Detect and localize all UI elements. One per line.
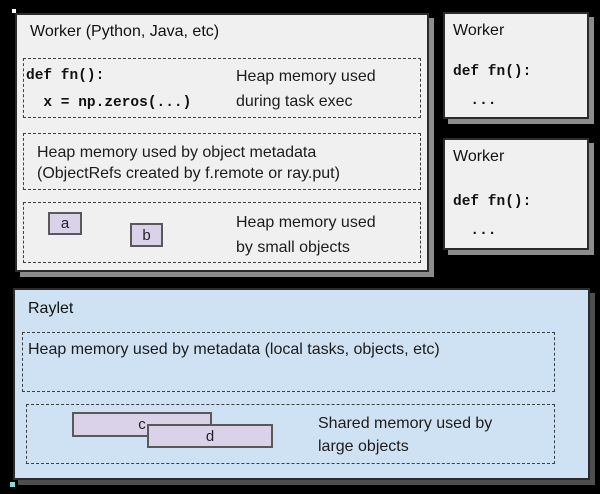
raylet-metadata-memory-box: Heap memory used by metadata (local task…	[22, 332, 555, 392]
right-worker-1-title: Worker	[453, 22, 505, 39]
object-metadata-memory-box: Heap memory used by object metadata (Obj…	[23, 133, 421, 190]
small-objects-label: Heap memory used by small objects	[236, 210, 376, 260]
right-worker-panel-1: Worker def fn(): ...	[443, 12, 589, 119]
right-worker-panel-2: Worker def fn(): ...	[443, 138, 589, 250]
main-worker-title: Worker (Python, Java, etc)	[30, 23, 220, 40]
small-objects-memory-box: a b Heap memory used by small objects	[23, 202, 421, 263]
small-object-a: a	[48, 212, 82, 235]
main-worker-panel: Worker (Python, Java, etc) def fn(): x =…	[15, 13, 429, 272]
task-exec-label-line1: Heap memory used	[236, 68, 376, 85]
small-objects-label-line2: by small objects	[236, 239, 350, 256]
selection-handle-dot-top	[12, 9, 16, 13]
shared-memory-label-line2: large objects	[318, 438, 409, 455]
right-worker-2-title: Worker	[453, 148, 505, 165]
object-metadata-label-line2: (ObjectRefs created by f.remote or ray.p…	[37, 165, 340, 182]
shared-memory-label: Shared memory used by large objects	[318, 412, 492, 458]
object-metadata-label-line1: Heap memory used by object metadata	[37, 144, 317, 161]
large-object-d: d	[147, 424, 273, 448]
raylet-metadata-label: Heap memory used by metadata (local task…	[28, 341, 440, 358]
small-object-b: b	[130, 223, 163, 247]
task-exec-label-line2: during task exec	[236, 93, 353, 110]
selection-handle-dot-bottom	[10, 482, 15, 487]
task-exec-label: Heap memory used during task exec	[236, 64, 376, 114]
raylet-title: Raylet	[28, 300, 74, 317]
shared-memory-box: c d Shared memory used by large objects	[26, 404, 555, 464]
right-worker-1-code: def fn(): ...	[453, 64, 532, 109]
task-exec-code: def fn(): x = np.zeros(...)	[26, 68, 192, 111]
object-metadata-label: Heap memory used by object metadata (Obj…	[37, 142, 340, 184]
right-worker-2-code: def fn(): ...	[453, 194, 532, 239]
raylet-panel: Raylet Heap memory used by metadata (loc…	[13, 288, 590, 480]
shared-memory-label-line1: Shared memory used by	[318, 415, 493, 432]
task-exec-memory-box: def fn(): x = np.zeros(...) Heap memory …	[23, 58, 421, 118]
small-objects-label-line1: Heap memory used	[236, 214, 376, 231]
